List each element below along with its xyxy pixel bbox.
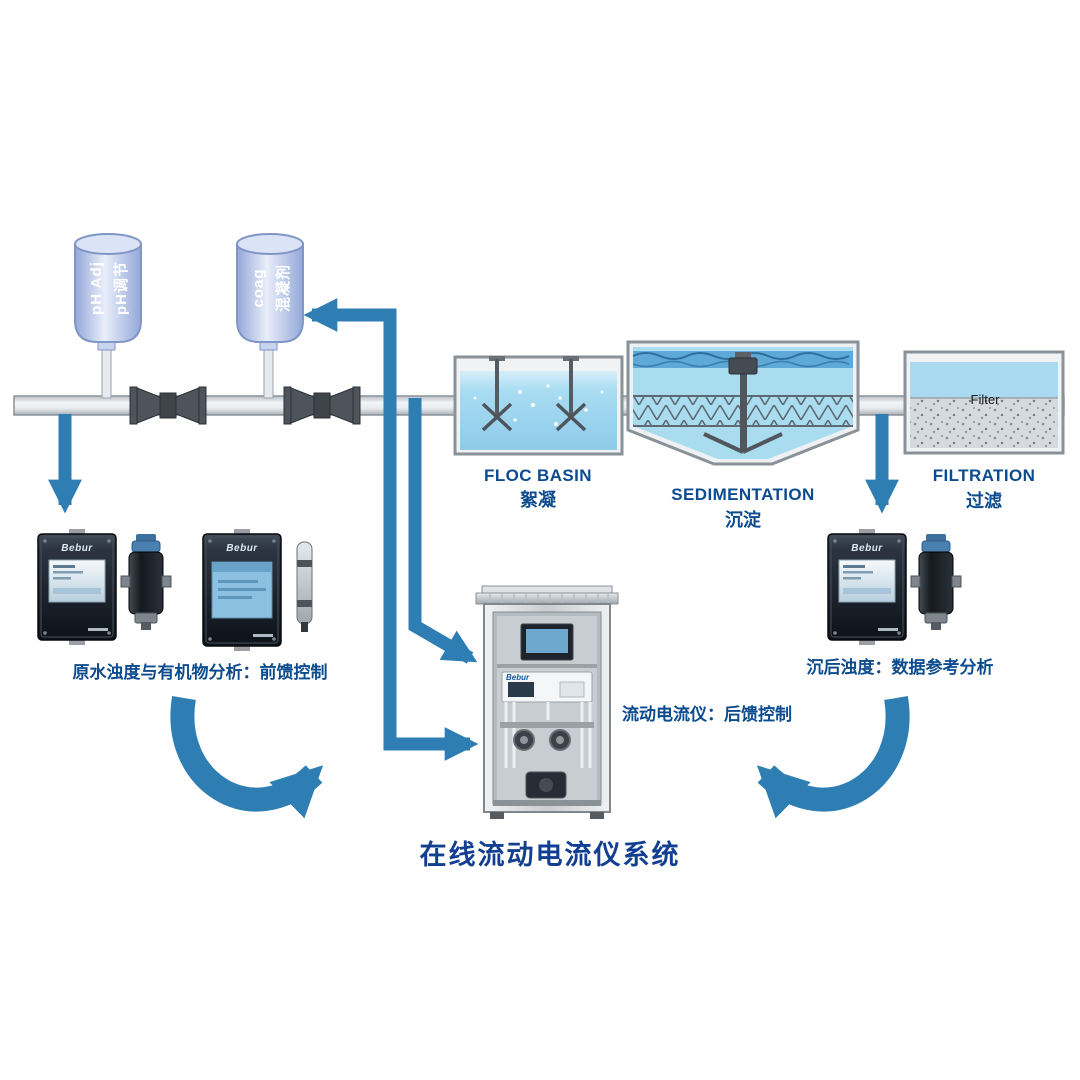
right-cycle-arrow	[756, 695, 910, 819]
pipe-coupling-1	[129, 386, 207, 425]
analyzer-panel-3	[827, 529, 907, 645]
ph-dosing-tank	[74, 233, 142, 399]
diagram-title: 在线流动电流仪系统	[419, 840, 681, 870]
mixer-1	[481, 356, 513, 432]
ph-tank-stem	[101, 347, 112, 399]
analyzer-panel-1	[37, 529, 117, 645]
coag-tank-stem	[263, 347, 274, 399]
analyzer-cabinet	[475, 585, 619, 819]
flow-sensor-1	[120, 534, 172, 630]
coag-tank-label-en: coag	[250, 268, 267, 308]
streaming-current-annotation: 流动电流仪：后馈控制	[622, 705, 792, 724]
cabinet-tubing	[500, 702, 594, 768]
floc-basin-label-zh: 絮凝	[520, 490, 556, 510]
panel-3-brand: Bebur	[851, 543, 883, 554]
floc-basin	[453, 355, 624, 456]
cabinet-sample-arrow	[408, 398, 478, 664]
sensor-2-cap	[926, 534, 946, 542]
cabinet-brand: Bebur	[506, 673, 530, 682]
pipe-coupling-2	[283, 386, 361, 425]
left-cycle-arrow	[170, 695, 324, 819]
analyzer-panel-2	[202, 529, 282, 651]
cycle-arrows	[170, 695, 910, 819]
panel-2-brand: Bebur	[226, 543, 258, 554]
cabinet-display	[520, 623, 574, 661]
cabinet-motor	[525, 771, 567, 799]
settled-water-annotation: 沉后浊度：数据参考分析	[806, 658, 994, 677]
sedimentation-label-en: SEDIMENTATION	[671, 485, 815, 504]
cabinet-controller	[501, 671, 593, 703]
raw-water-annotation: 原水浊度与有机物分析：前馈控制	[72, 663, 328, 682]
floc-basin-label-en: FLOC BASIN	[484, 466, 592, 485]
coag-feedback-arrow	[303, 298, 479, 761]
sensor-1-cap	[136, 534, 156, 542]
cabinet-pumps	[513, 729, 571, 751]
sedimentation-label-zh: 沉淀	[725, 510, 761, 530]
ph-tank-label-zh: pH调节	[113, 261, 130, 315]
flow-sensor-2	[910, 534, 962, 630]
filtration-label-en: FILTRATION	[932, 466, 1036, 485]
filter-media-label: Filter	[970, 392, 1000, 407]
mixer-2	[555, 356, 587, 432]
floc-water	[460, 371, 617, 450]
panel-1-brand: Bebur	[61, 543, 93, 554]
coagulant-dosing-tank	[236, 233, 304, 399]
floc-bubbles	[473, 384, 604, 426]
scraper-mechanism	[703, 352, 783, 454]
reference-probe	[296, 541, 313, 632]
flow-arrows	[48, 298, 899, 761]
sedimentation-tank	[626, 340, 860, 466]
filtration-water	[910, 362, 1058, 398]
filtration-tank	[903, 350, 1065, 455]
coag-tank-label-zh: 混凝剂	[275, 264, 292, 313]
filtration-label-zh: 过滤	[966, 491, 1002, 511]
ph-tank-label-en: pH Adj	[88, 261, 105, 315]
